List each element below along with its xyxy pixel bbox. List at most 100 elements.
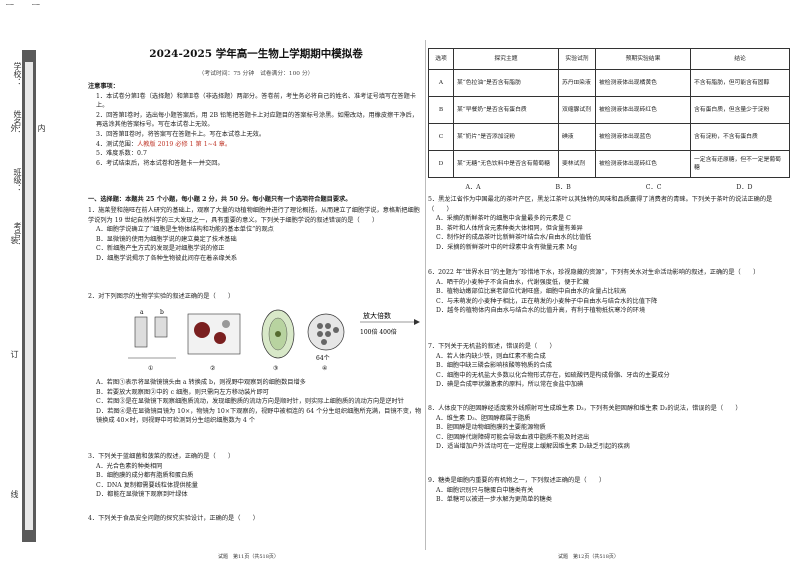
answer-c: C．C — [645, 184, 662, 191]
option-b: B．茶叶和人体所含元素种类大体相同，但含量有差异 — [436, 224, 583, 232]
lens-figure: a b ① — [128, 309, 176, 372]
test-scope: 人教版 2019 必修 1 第 1~4 章。 — [137, 140, 232, 148]
option-c: C．制作好的成品茶叶比新鲜茶叶结合水/自由水的比值低 — [436, 234, 592, 242]
question-5: 5．黑龙江省作为中国最北的茶叶产区，黑龙江茶叶以其独特的风味和品质赢得了消费者的… — [428, 195, 790, 253]
table-header-row: 选项 探究主题 实验试剂 预期实验结果 结论 — [428, 48, 790, 70]
svg-text:放大倍数: 放大倍数 — [363, 311, 391, 320]
option-a: A．若图①表示将显微镜镜头由 a 转换成 b，则视野中观察到的细胞数目增多 — [96, 379, 306, 386]
question-stem: 5．黑龙江省作为中国最北的茶叶产区，黑龙江茶叶以其独特的风味和品质赢得了消费者的… — [428, 196, 773, 213]
binding-strip: …………………………………………………………………………………………………………… — [0, 0, 46, 566]
section-heading: 一、选择题：本题共 25 个小题，每小题 2 分，共 50 分。每小题只有一个选… — [88, 196, 352, 203]
side-label-outer: 订 — [10, 350, 19, 358]
note-4: 4．测试范围：人教版 2019 必修 1 第 1~4 章。 — [96, 140, 232, 148]
exam-title: 2024-2025 学年高一生物上学期期中模拟卷 — [149, 48, 363, 60]
page-footer-left: 试题 第11页（共518页） — [218, 554, 279, 560]
field-exam-number: 考号： — [13, 222, 22, 246]
option-a: A．采摘的新鲜茶叶的细胞中含量最多的元素是 C — [436, 215, 571, 223]
question-8: 8．人体皮下的胆固醇经适度紫外线照射可生成维生素 D₃，下列有关胆固醇和维生素 … — [428, 404, 790, 452]
question-1: 1．施莱登和施旺在前人研究的基础上，观察了大量的动植物细胞并进行了理论概括，从而… — [88, 206, 424, 264]
field-school: 学校： — [13, 62, 22, 86]
question-stem: 7．下列关于无机盐的叙述，错误的是（ ） — [428, 343, 556, 350]
table-header: 实验试剂 — [558, 48, 596, 70]
note-6: 6．考试结束后，将本试卷和答题卡一并交回。 — [96, 159, 224, 167]
option-a: A．细胞识别只与糖蛋白中糖类有关 — [436, 486, 534, 494]
field-class: 班级： — [13, 168, 22, 192]
option-c: C．胆固醇代谢障碍可能会导致血液中脂质不能及时运出 — [436, 433, 590, 441]
option-d: D．都能在显微镜下观察到叶绿体 — [96, 491, 188, 499]
svg-text:④: ④ — [322, 365, 327, 372]
side-label-outer: 外 — [10, 124, 19, 132]
option-d: D．越冬的植物体内自由水与结合水的比值升高，有利于植物抵抗寒冷的环境 — [436, 307, 646, 315]
option-c: C．与未萌发的小麦种子相比，正在萌发的小麦种子中自由水与结合水的比值下降 — [436, 297, 658, 305]
option-a: A．维生素 D₃、胆固醇都属于脂质 — [436, 414, 531, 422]
column-divider — [425, 40, 426, 550]
question-2-stem: 2．对下列图示的生物学实验的叙述正确的是（ ） — [88, 293, 235, 300]
answer-d: D．D — [736, 184, 753, 191]
notes-heading: 注意事项： — [88, 83, 119, 90]
option-b: B．胆固醇是动物细胞膜的主要能源物质 — [436, 424, 546, 432]
answer-b: B．B — [555, 184, 571, 191]
svg-text:64个: 64个 — [316, 355, 330, 362]
option-c: C．新细胞产生方式的发现是对细胞学说的修正 — [96, 245, 225, 253]
notes: 注意事项： 1．本试卷分第Ⅰ卷（选择题）和第Ⅱ卷（非选择题）两部分。答卷前，考生… — [88, 82, 424, 168]
note-2: 2．回答第Ⅰ卷时，选出每小题答案后，用 2B 铅笔把答题卡上对应题目的答案标号涂… — [96, 111, 418, 129]
note-1: 1．本试卷分第Ⅰ卷（选择题）和第Ⅱ卷（非选择题）两部分。答卷前，考生务必将自己的… — [96, 92, 416, 110]
option-c: C．DNA 复制都需要线粒体提供能量 — [96, 481, 198, 489]
question-4-stem: 4．下列关于食品安全问题的探究实验设计，正确的是（ ） — [88, 515, 259, 522]
cell-field-figure: ② — [187, 313, 241, 372]
binding-bar — [22, 50, 36, 542]
question-stem: 3．下列关于蓝细菌和菠菜的叙述，正确的是（ ） — [88, 453, 235, 460]
tissue-circle-figure: 64个 ④ 放大倍数 100倍 400倍 — [307, 311, 420, 372]
microscope-figure: a b ① ② ③ 64个 ④ — [128, 309, 420, 372]
question-6: 6．2022 年“世界水日”的主题为“珍惜地下水，珍视隐藏的资源”，下列有关水对… — [428, 268, 790, 316]
question-stem: 9．糖类是细胞内重要的有机物之一，下列叙述正确的是（ ） — [428, 477, 606, 484]
note-3: 3．回答第Ⅱ卷时，将答案写在答题卡上。写在本试卷上无效。 — [96, 130, 266, 138]
option-d: D．适当增加户外活动可在一定程度上缓解因维生素 D₃缺乏引起的疾病 — [436, 443, 630, 451]
question-3: 3．下列关于蓝细菌和菠菜的叙述，正确的是（ ） A．光合色素的种类相同 B．细胞… — [88, 452, 424, 500]
svg-text:b: b — [160, 309, 164, 316]
option-a: A．光合色素的种类相同 — [96, 462, 163, 470]
dotted-cut-line: …………………………………………………………………………………………………………… — [6, 0, 14, 7]
option-b: B．显微镜的使用为细胞学说的建立奠定了技术基础 — [96, 235, 237, 243]
dotted-cut-line-inner: …………………………………………………………………………………………………………… — [32, 0, 40, 7]
svg-text:②: ② — [210, 365, 215, 372]
option-d: D．细胞学说揭示了各种生物彼此间存在着亲缘关系 — [96, 254, 238, 262]
option-c: C．若图③是在显微镜下观察细胞质流动，发现细胞质的流动方向是顺时针，则实际上细胞… — [96, 398, 404, 406]
field-name: 姓名： — [13, 110, 22, 134]
side-label-inner: 内 — [37, 124, 46, 132]
plant-cell-figure: ③ — [261, 309, 295, 372]
option-b: B．细胞中缺三磷会影响核酸等物质的合成 — [436, 362, 552, 370]
side-label-outer: 装 — [10, 236, 19, 244]
left-page: 2024-2025 学年高一生物上学期期中模拟卷 （考试时间：75 分钟 试卷满… — [88, 0, 424, 566]
question-2-options: A．若图①表示将显微镜镜头由 a 转换成 b，则视野中观察到的细胞数目增多 B．… — [88, 378, 424, 426]
option-b: B．植物幼嫩部位比衰老部位代谢旺盛，细胞中自由水的含量占比较高 — [436, 288, 627, 296]
answer-a: A．A — [465, 184, 481, 191]
exam-subtitle: （考试时间：75 分钟 试卷满分：100 分） — [198, 71, 314, 77]
option-a: A．晒干的小麦种子不含自由水，代谢强度低，便于贮藏 — [436, 278, 589, 286]
option-a: A．细胞学说确立了“细胞是生物体结构和功能的基本单位”的观点 — [96, 226, 274, 234]
option-b: B．细胞膜的成分都有脂质和蛋白质 — [96, 472, 194, 480]
option-a: A．若人体内缺少铁，则血红素不能合成 — [436, 352, 546, 360]
question-stem: 1．施莱登和施旺在前人研究的基础上，观察了大量的动植物细胞并进行了理论概括，从而… — [88, 207, 420, 224]
svg-text:a: a — [140, 309, 144, 316]
svg-text:③: ③ — [273, 365, 278, 372]
question-7: 7．下列关于无机盐的叙述，错误的是（ ） A．若人体内缺少铁，则血红素不能合成 … — [428, 342, 790, 390]
table-header: 探究主题 — [453, 48, 559, 70]
option-c: C．细胞中的无机盐大多数以化合物形式存在，如硫酸钙是构成骨骼、牙齿的主要成分 — [436, 371, 670, 379]
option-d: D．采摘的新鲜茶叶中的叶绿素中含有微量元素 Mg — [436, 243, 577, 251]
page-footer-right: 试题 第12页（共518页） — [558, 554, 619, 560]
option-b: B．若要放大观察图②中的 c 细胞，则只需向左方移动装片即可 — [96, 388, 269, 396]
svg-text:100倍 400倍: 100倍 400倍 — [360, 328, 397, 336]
question-stem: 6．2022 年“世界水日”的主题为“珍惜地下水，珍视隐藏的资源”，下列有关水对… — [428, 269, 760, 276]
question-9: 9．糖类是细胞内重要的有机物之一，下列叙述正确的是（ ） A．细胞识别只与糖蛋白… — [428, 476, 790, 505]
option-b: B．单糖可以被进一步水解为更简单的糖类 — [436, 496, 552, 504]
note-5: 5．难度系数：0.7 — [96, 150, 147, 158]
option-d: D．碘是合成甲状腺激素的原料，所以常在食盐中加碘 — [436, 381, 584, 389]
svg-text:①: ① — [148, 365, 153, 372]
question-4-answers: A．A B．B C．C D．D — [428, 183, 790, 193]
